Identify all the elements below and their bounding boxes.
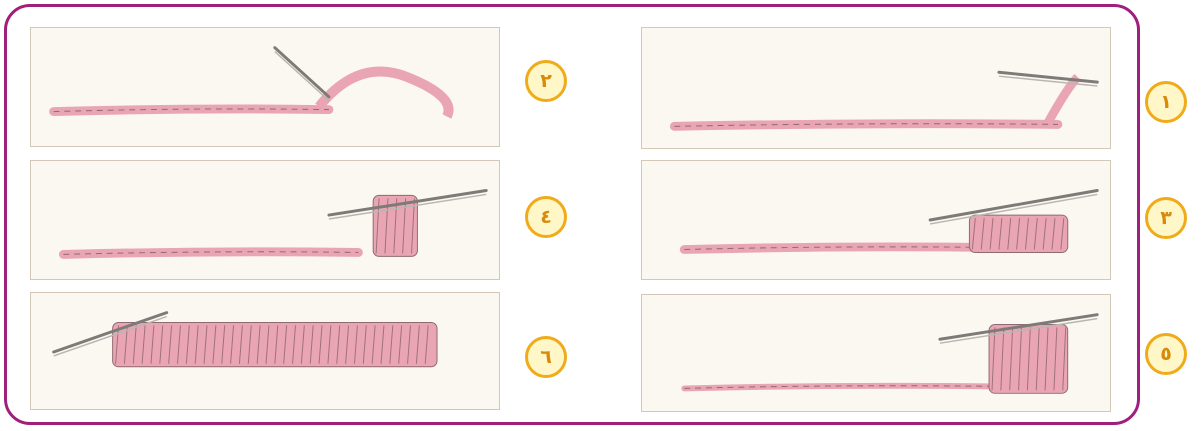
step-6-illustration bbox=[30, 292, 500, 410]
step-6-badge: ٦ bbox=[525, 336, 567, 378]
step-4-illustration bbox=[30, 160, 500, 280]
yarn-chain bbox=[54, 109, 329, 112]
hook-icon bbox=[275, 48, 329, 97]
step-1-illustration bbox=[641, 27, 1111, 149]
step-3-illustration bbox=[641, 160, 1111, 280]
step-3-badge: ٣ bbox=[1145, 197, 1187, 239]
crochet-drawing bbox=[31, 293, 499, 409]
step-1-badge: ١ bbox=[1145, 81, 1187, 123]
crochet-drawing bbox=[31, 161, 499, 279]
step-2-badge: ٢ bbox=[525, 60, 567, 102]
step-2-illustration bbox=[30, 27, 500, 147]
crochet-drawing bbox=[642, 28, 1110, 148]
crochet-drawing bbox=[642, 161, 1110, 279]
step-5-badge: ٥ bbox=[1145, 333, 1187, 375]
step-4-badge: ٤ bbox=[525, 196, 567, 238]
yarn-loop bbox=[319, 72, 448, 117]
crochet-drawing bbox=[31, 28, 499, 146]
step-5-illustration bbox=[641, 294, 1111, 412]
crochet-drawing bbox=[642, 295, 1110, 411]
hook-shadow bbox=[275, 52, 329, 101]
